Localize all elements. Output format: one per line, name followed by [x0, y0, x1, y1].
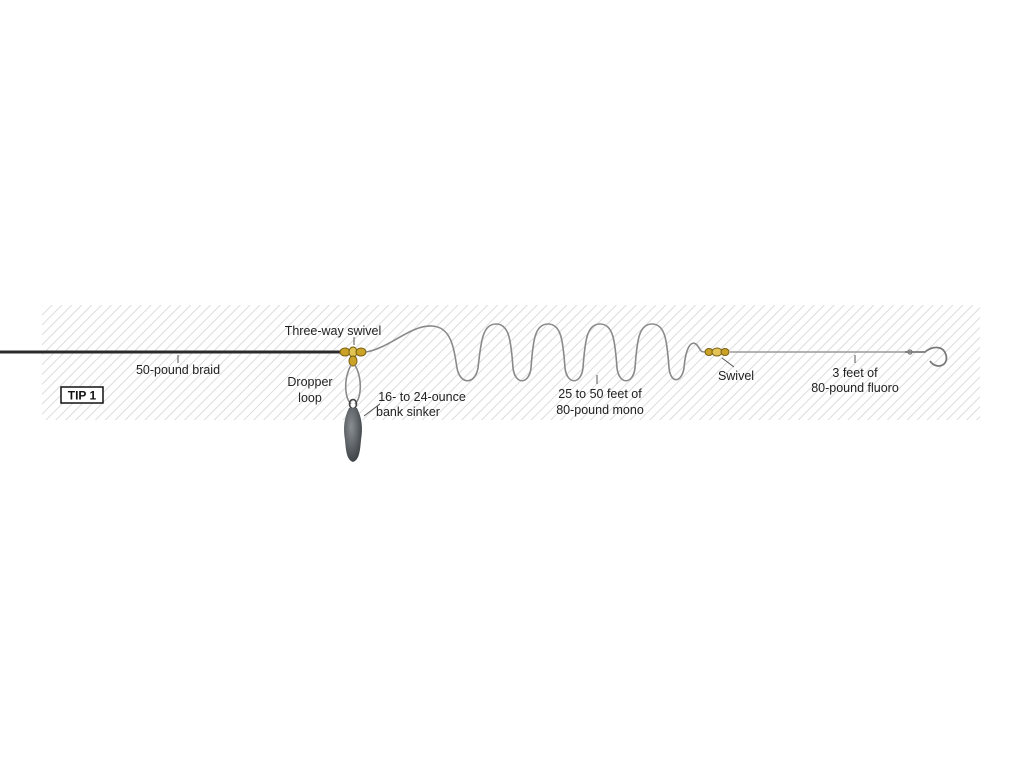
label-three-way-swivel: Three-way swivel [285, 324, 382, 338]
bank-sinker-icon [344, 398, 362, 462]
label-dropper-line-2: loop [298, 391, 322, 405]
label-sinker-line-1: 16- to 24-ounce [378, 390, 466, 404]
label-sinker-line-2: bank sinker [376, 405, 440, 419]
barrel-swivel-icon [704, 347, 730, 357]
swivel-leader-line [721, 357, 735, 368]
hook-icon [905, 346, 948, 367]
label-braid: 50-pound braid [136, 363, 220, 377]
sinker-leader-line [363, 403, 381, 417]
hatched-band [42, 305, 980, 420]
label-dropper-line-1: Dropper [287, 375, 332, 389]
mono-coil-line [365, 323, 706, 382]
three-way-swivel-icon [339, 346, 367, 367]
label-fluoro-line-2: 80-pound fluoro [811, 381, 899, 395]
label-fluoro-line-1: 3 feet of [832, 366, 878, 380]
label-swivel: Swivel [718, 369, 754, 383]
tip-badge: TIP 1 [68, 389, 97, 403]
label-mono-line-2: 80-pound mono [556, 403, 644, 417]
hook-eye [907, 349, 913, 355]
label-mono-line-1: 25 to 50 feet of [558, 387, 642, 401]
tip-badge-box [60, 386, 104, 404]
